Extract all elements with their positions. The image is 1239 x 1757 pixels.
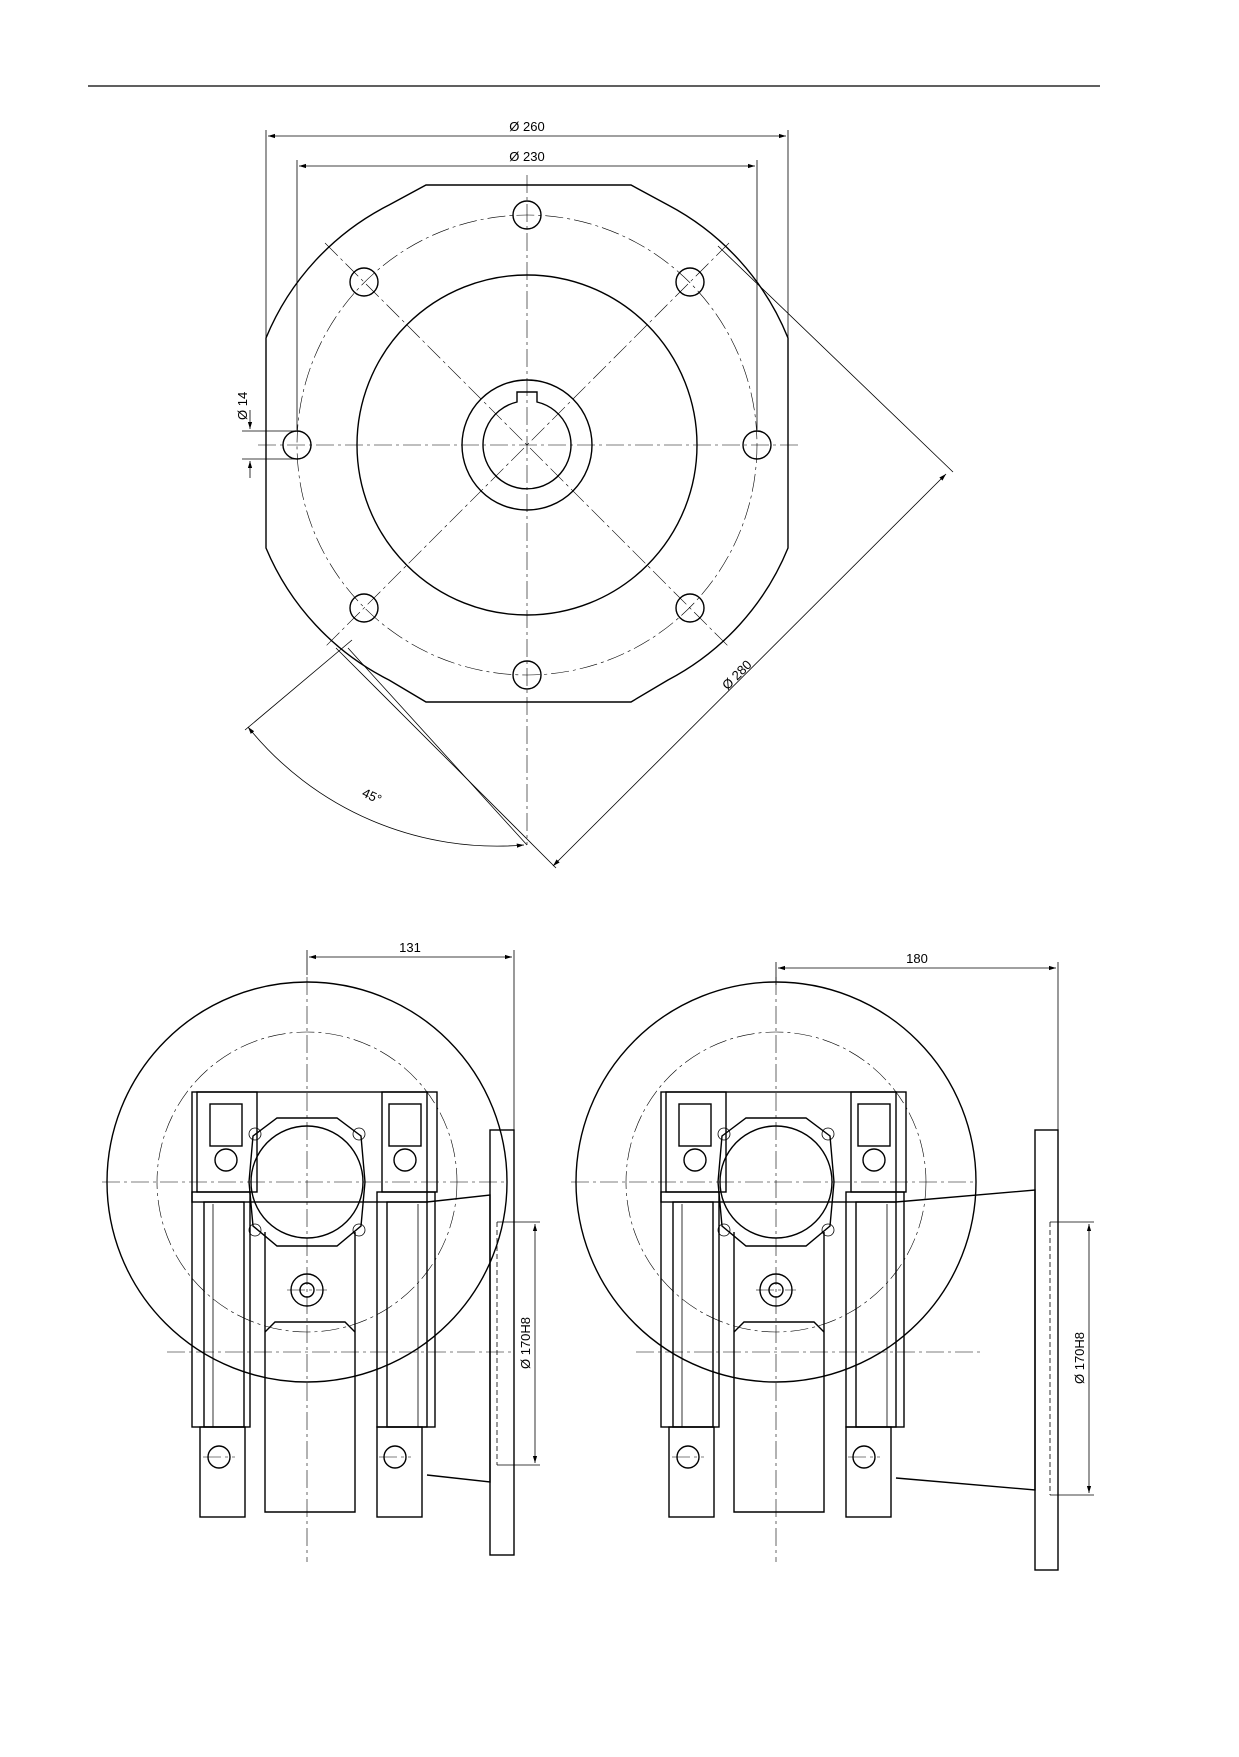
dimension-label: 131 <box>399 940 421 955</box>
reducer-side-view-left: Ø 170H8 131 <box>101 940 540 1563</box>
angle-label: 45° <box>360 785 384 807</box>
dimension-label: Ø 170H8 <box>1072 1332 1087 1384</box>
output-flange <box>1034 1129 1059 1571</box>
flange-front-view: Ø 260 Ø 230 Ø 14 Ø 280 45° <box>235 119 954 869</box>
reducer-side-view-right: Ø 170H8 180 <box>570 951 1094 1571</box>
dimension-label: Ø 260 <box>509 119 544 134</box>
dimension-label: Ø 170H8 <box>518 1317 533 1369</box>
dimension-label: Ø 14 <box>235 392 250 420</box>
keyed-bore <box>482 391 572 490</box>
dimension-label: 180 <box>906 951 928 966</box>
dimension-label: Ø 230 <box>509 149 544 164</box>
dimension-label: Ø 280 <box>719 657 755 693</box>
output-flange <box>489 1129 515 1556</box>
